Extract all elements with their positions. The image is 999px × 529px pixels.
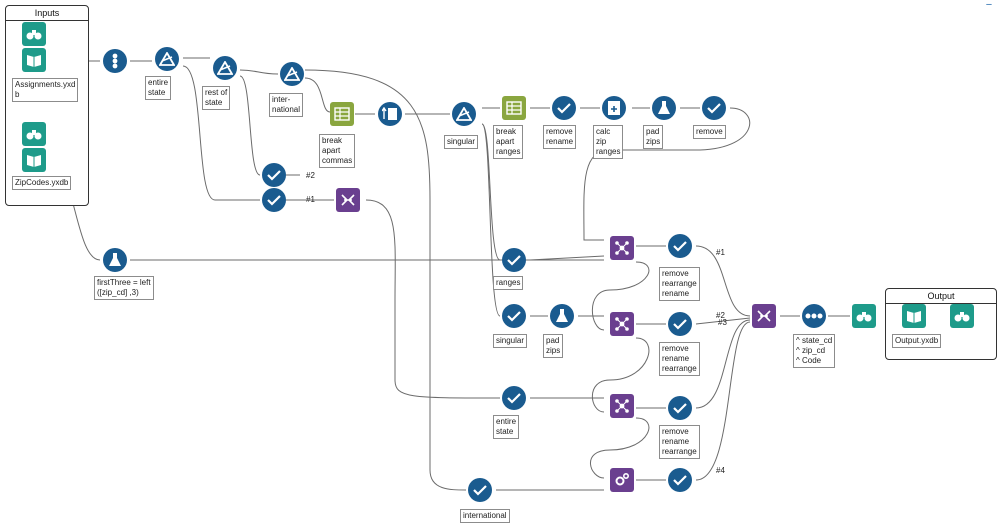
formula-flask-icon[interactable] bbox=[550, 304, 574, 328]
join-icon[interactable] bbox=[610, 312, 634, 336]
select-checkmark-icon[interactable] bbox=[262, 188, 286, 212]
connector bbox=[304, 69, 467, 491]
union-icon[interactable] bbox=[336, 188, 360, 212]
tool-annotation: Assignments.yxd b bbox=[12, 78, 79, 102]
tool-annotation: rest of state bbox=[202, 86, 231, 110]
container-title: Inputs bbox=[6, 6, 88, 21]
connector bbox=[365, 199, 501, 399]
tool-annotation: entire state bbox=[145, 76, 172, 100]
browse-binoculars-icon[interactable] bbox=[852, 304, 876, 328]
connection-tag: #3 bbox=[718, 318, 727, 327]
tool-annotation: remove rearrange rename bbox=[659, 267, 700, 301]
select-checkmark-icon[interactable] bbox=[668, 312, 692, 336]
record-id-icon[interactable] bbox=[103, 49, 127, 73]
tool-annotation: remove rename bbox=[543, 125, 577, 149]
tool-annotation: firstThree = left ([zip_cd] ,3) bbox=[94, 276, 154, 300]
tool-annotation: ^ state_cd ^ zip_cd ^ Code bbox=[793, 334, 836, 368]
sort-dots-icon[interactable] bbox=[802, 304, 826, 328]
tool-annotation: Output.yxdb bbox=[892, 334, 942, 348]
tool-annotation: entire state bbox=[493, 415, 520, 439]
tool-annotation: calc zip ranges bbox=[593, 125, 624, 159]
select-checkmark-icon[interactable] bbox=[668, 234, 692, 258]
minimize-icon[interactable]: − bbox=[985, 0, 993, 11]
generate-rows-icon[interactable] bbox=[378, 102, 402, 126]
text-to-columns-icon[interactable] bbox=[330, 102, 354, 126]
output-book-icon[interactable] bbox=[902, 304, 926, 328]
tool-annotation: ZipCodes.yxdb bbox=[12, 176, 72, 190]
select-checkmark-icon[interactable] bbox=[668, 468, 692, 492]
tool-annotation: inter- national bbox=[269, 93, 304, 117]
connection-tag: #2 bbox=[306, 171, 315, 180]
filter-icon[interactable] bbox=[155, 47, 179, 71]
tool-annotation: pad zips bbox=[643, 125, 664, 149]
connector bbox=[695, 245, 751, 317]
tool-annotation: international bbox=[460, 509, 510, 523]
text-to-columns-icon[interactable] bbox=[502, 96, 526, 120]
tool-annotation: pad zips bbox=[543, 334, 564, 358]
join-icon[interactable] bbox=[610, 394, 634, 418]
tool-annotation: break apart ranges bbox=[493, 125, 524, 159]
select-checkmark-icon[interactable] bbox=[502, 248, 526, 272]
container-title: Output bbox=[886, 289, 996, 304]
browse-binoculars-icon[interactable] bbox=[22, 22, 46, 46]
tool-annotation: remove rename rearrange bbox=[659, 425, 700, 459]
tool-annotation: singular bbox=[493, 334, 528, 348]
union-icon[interactable] bbox=[752, 304, 776, 328]
select-checkmark-icon[interactable] bbox=[702, 96, 726, 120]
filter-icon[interactable] bbox=[452, 102, 476, 126]
connector bbox=[304, 77, 331, 113]
connector bbox=[529, 255, 605, 261]
macro-gear-icon[interactable] bbox=[610, 468, 634, 492]
connector bbox=[695, 317, 751, 325]
browse-binoculars-icon[interactable] bbox=[950, 304, 974, 328]
tool-annotation: ranges bbox=[493, 276, 524, 290]
select-checkmark-icon[interactable] bbox=[502, 386, 526, 410]
connector bbox=[239, 75, 261, 176]
tool-annotation: break apart commas bbox=[319, 134, 356, 168]
select-checkmark-icon[interactable] bbox=[262, 163, 286, 187]
connector bbox=[182, 65, 260, 201]
connector bbox=[239, 69, 279, 75]
connection-tag: #2 bbox=[716, 311, 725, 320]
connector bbox=[592, 261, 650, 331]
inputs-container[interactable]: Inputs bbox=[5, 5, 89, 206]
filter-icon[interactable] bbox=[280, 62, 304, 86]
select-checkmark-icon[interactable] bbox=[668, 396, 692, 420]
browse-binoculars-icon[interactable] bbox=[22, 122, 46, 146]
connector bbox=[590, 417, 650, 479]
formula-flask-icon[interactable] bbox=[652, 96, 676, 120]
filter-icon[interactable] bbox=[213, 56, 237, 80]
select-checkmark-icon[interactable] bbox=[502, 304, 526, 328]
connector bbox=[592, 337, 650, 413]
select-checkmark-icon[interactable] bbox=[552, 96, 576, 120]
connector bbox=[481, 123, 501, 317]
connector bbox=[695, 321, 751, 481]
connection-tag: #4 bbox=[716, 466, 725, 475]
connector bbox=[695, 319, 751, 409]
join-icon[interactable] bbox=[610, 236, 634, 260]
connection-tag: #1 bbox=[716, 248, 725, 257]
tool-annotation: remove rename rearrange bbox=[659, 342, 700, 376]
formula-icon[interactable] bbox=[602, 96, 626, 120]
input-book-icon[interactable] bbox=[22, 148, 46, 172]
connection-tag: #1 bbox=[306, 195, 315, 204]
tool-annotation: singular bbox=[444, 135, 479, 149]
connector bbox=[583, 107, 751, 241]
tool-annotation: remove bbox=[693, 125, 726, 139]
input-book-icon[interactable] bbox=[22, 48, 46, 72]
formula-flask-icon[interactable] bbox=[103, 248, 127, 272]
select-checkmark-icon[interactable] bbox=[468, 478, 492, 502]
